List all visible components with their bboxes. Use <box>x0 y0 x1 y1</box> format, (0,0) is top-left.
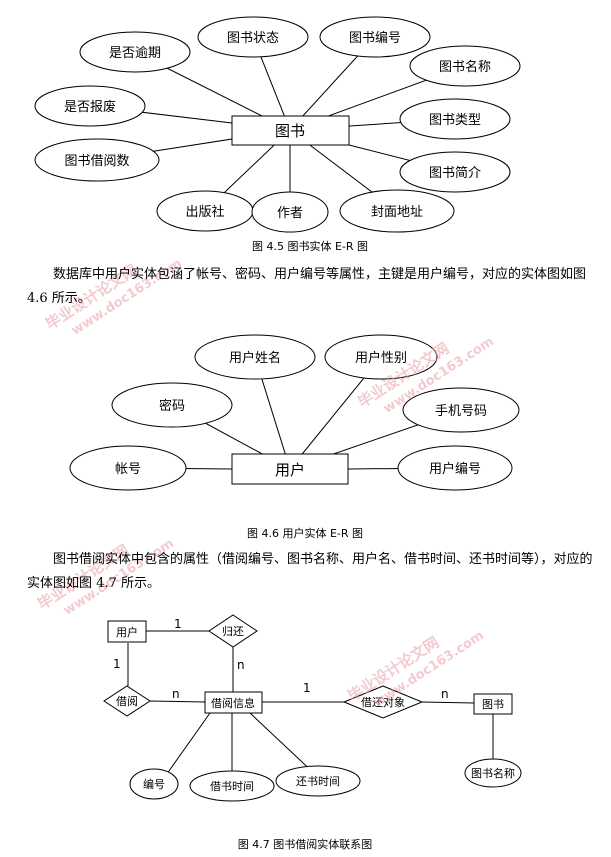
attr-label: 出版社 <box>185 204 224 220</box>
cardinality-label: n <box>172 687 180 701</box>
entity-book <box>231 115 350 146</box>
figure-caption: 图 4.6 用户实体 E-R 图 <box>247 526 363 540</box>
entity-label: 图书 <box>275 122 305 140</box>
attr-label: 帐号 <box>115 462 141 477</box>
attr-label: 图书借阅数 <box>64 154 129 169</box>
relation-label: 借还对象 <box>361 695 405 709</box>
entity-book-small <box>473 693 513 715</box>
relation-label: 借阅 <box>116 695 138 708</box>
attr-label: 是否报废 <box>64 99 116 115</box>
attr-book-name <box>409 45 521 87</box>
entity-label: 图书 <box>482 698 504 711</box>
attr-label: 用户姓名 <box>229 350 281 366</box>
paragraph-user-entity: 数据库中用户实体包涵了帐号、密码、用户编号等属性，主键是用户编号，对应的实体图如… <box>27 267 587 306</box>
attr-label: 手机号码 <box>435 404 487 419</box>
cardinality-label: 1 <box>113 657 121 671</box>
attr-user-name <box>194 334 316 380</box>
entity-label: 借阅信息 <box>211 696 255 710</box>
relation-return <box>208 614 258 648</box>
attr-password <box>111 382 233 428</box>
attr-borrow-count <box>34 138 160 182</box>
attr-book-number <box>319 16 431 58</box>
relation-borrow-target <box>342 685 424 719</box>
relation-label: 归还 <box>222 624 244 638</box>
attr-cover-url <box>339 189 455 233</box>
attr-label: 用户性别 <box>355 350 407 366</box>
attr-user-gender <box>324 334 438 380</box>
attr-label: 封面地址 <box>371 205 423 220</box>
attr-borrow-time <box>189 770 275 802</box>
attr-return-time <box>275 765 361 797</box>
cardinality-label: n <box>441 687 449 701</box>
attr-label: 图书类型 <box>429 113 481 128</box>
attr-phone <box>402 387 520 433</box>
figure-caption: 图 4.7 图书借阅实体联系图 <box>238 837 373 851</box>
relation-borrow <box>103 685 151 717</box>
figure-caption: 图 4.5 图书实体 E-R 图 <box>252 239 368 253</box>
attr-label: 是否逾期 <box>109 46 161 61</box>
attr-label: 还书时间 <box>296 775 340 788</box>
attr-number <box>129 768 179 800</box>
cardinality-label: 1 <box>303 681 311 695</box>
attr-user-id <box>397 445 513 491</box>
attr-label: 图书名称 <box>471 766 515 780</box>
attr-book-type <box>399 98 511 140</box>
entity-user <box>231 453 349 485</box>
attr-book-status <box>197 16 309 58</box>
attr-label: 借书时间 <box>210 780 254 793</box>
entity-label: 用户 <box>275 461 305 479</box>
attr-label: 用户编号 <box>429 461 481 477</box>
paragraph-borrow-entity: 图书借阅实体中包含的属性（借阅编号、图书名称、用户名、借书时间、还书时间等），对… <box>27 552 593 591</box>
attr-author <box>251 191 329 233</box>
attr-label: 图书简介 <box>429 165 481 181</box>
attr-is-scrapped <box>34 85 146 127</box>
attr-account <box>69 445 187 491</box>
attr-label: 密码 <box>159 398 185 414</box>
attr-label: 作者 <box>277 206 303 221</box>
entity-user-small <box>107 620 147 643</box>
attr-is-overdue <box>79 31 191 73</box>
attr-label: 编号 <box>143 777 165 791</box>
entity-borrow-info <box>204 691 263 714</box>
cardinality-label: 1 <box>174 617 182 631</box>
entity-label: 用户 <box>116 625 138 639</box>
attr-label: 图书名称 <box>439 59 491 75</box>
cardinality-label: n <box>237 658 245 672</box>
attr-label: 图书编号 <box>349 31 401 46</box>
attr-book-intro <box>399 151 511 193</box>
attr-book-name-small <box>464 758 522 788</box>
attr-label: 图书状态 <box>227 31 279 46</box>
